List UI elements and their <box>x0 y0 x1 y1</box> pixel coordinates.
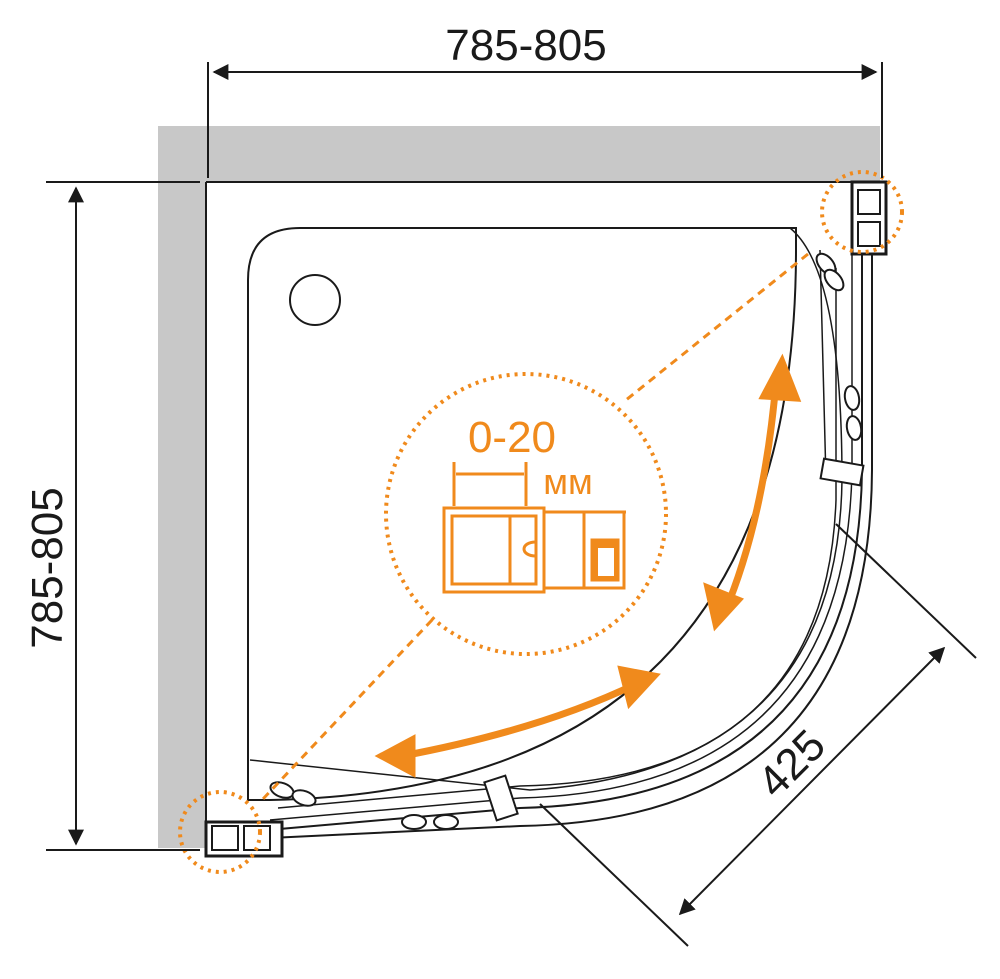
adjustment-range-label: 0-20 <box>468 413 556 462</box>
roller-icon <box>845 415 863 441</box>
drain-icon <box>289 274 341 326</box>
roller-icon <box>823 268 845 292</box>
callout-leader-top <box>625 252 809 402</box>
roller-icon <box>291 789 317 807</box>
side-wall <box>158 126 206 848</box>
walls <box>158 126 880 848</box>
door-handles <box>483 457 865 822</box>
bottom-left-profile <box>178 790 284 874</box>
door-rollers <box>269 252 863 830</box>
sliding-arrow-right-door <box>720 381 780 616</box>
handle-icon <box>483 774 519 822</box>
door-opening-dimension <box>539 523 977 947</box>
door-opening-label: 425 <box>748 720 835 807</box>
handle-icon <box>819 457 865 487</box>
depth-dimension <box>46 181 200 851</box>
top-right-detail-circle <box>820 170 904 254</box>
width-dimension <box>207 62 883 178</box>
depth-dimension-label: 785-805 <box>23 487 72 648</box>
detail-callout: 0-20 мм <box>260 252 809 802</box>
roller-icon <box>843 385 861 411</box>
roller-icon <box>401 814 427 830</box>
sliding-arrow-bottom-door <box>401 680 638 760</box>
top-right-profile <box>820 170 904 256</box>
sliding-arrows <box>374 353 802 778</box>
bottom-left-detail-circle <box>178 790 262 874</box>
roller-icon <box>433 814 459 830</box>
profile-section-drawing <box>442 462 626 594</box>
back-wall <box>158 126 880 182</box>
adjustment-unit-label: мм <box>543 461 593 502</box>
width-dimension-label: 785-805 <box>445 21 606 70</box>
